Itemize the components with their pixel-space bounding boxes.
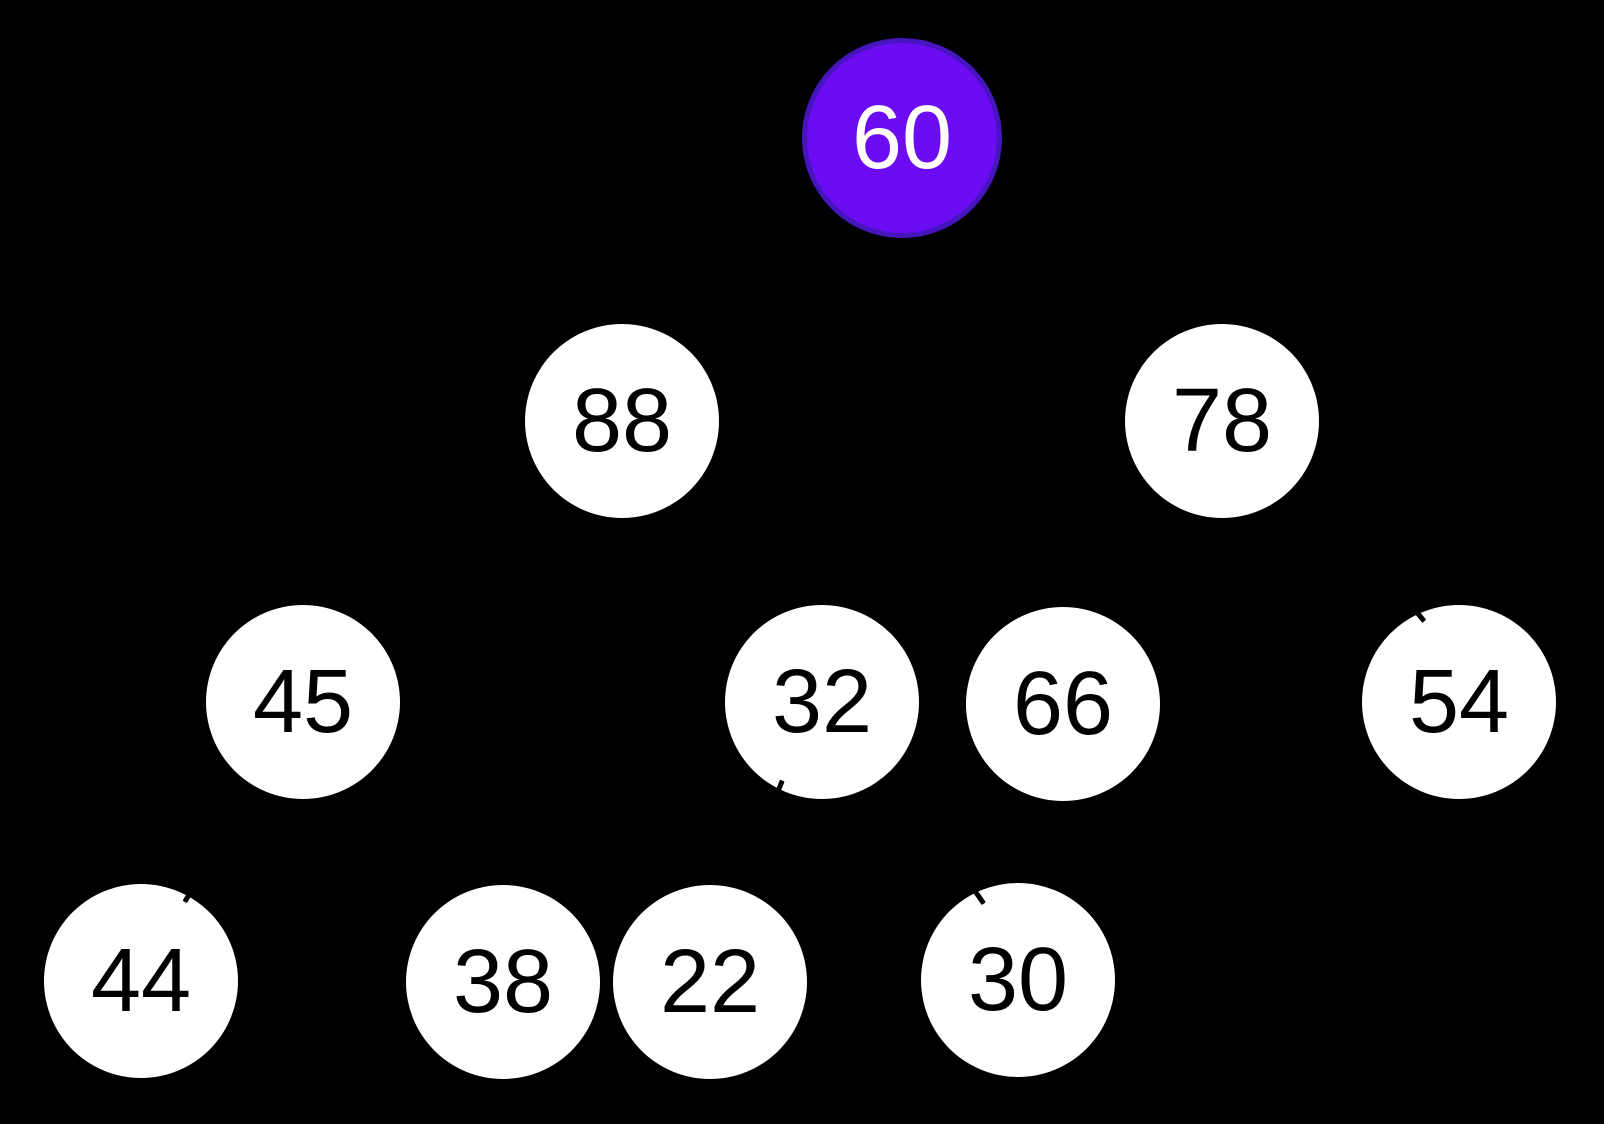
node-value: 88	[571, 371, 673, 471]
node-value: 66	[1012, 654, 1114, 754]
tree-node-54[interactable]: 54	[1362, 605, 1556, 799]
tree-node-22[interactable]: 22	[613, 885, 807, 1079]
node-value: 54	[1408, 652, 1510, 752]
node-value: 45	[252, 652, 354, 752]
tree-node-32[interactable]: 32	[725, 605, 919, 799]
tree-node-78[interactable]: 78	[1125, 324, 1319, 518]
tree-node-88[interactable]: 88	[525, 324, 719, 518]
node-value: 78	[1171, 371, 1273, 471]
tree-node-30[interactable]: 30	[921, 883, 1115, 1077]
node-value: 44	[90, 931, 192, 1031]
tree-node-38[interactable]: 38	[406, 885, 600, 1079]
node-value: 38	[452, 932, 554, 1032]
tree-node-60[interactable]: 60	[802, 38, 1002, 238]
tree-node-44[interactable]: 44	[44, 884, 238, 1078]
node-value: 32	[771, 652, 873, 752]
tree-node-66[interactable]: 66	[966, 607, 1160, 801]
node-value: 30	[967, 930, 1069, 1030]
node-value: 22	[659, 932, 761, 1032]
tree-node-45[interactable]: 45	[206, 605, 400, 799]
node-value: 60	[851, 88, 953, 188]
